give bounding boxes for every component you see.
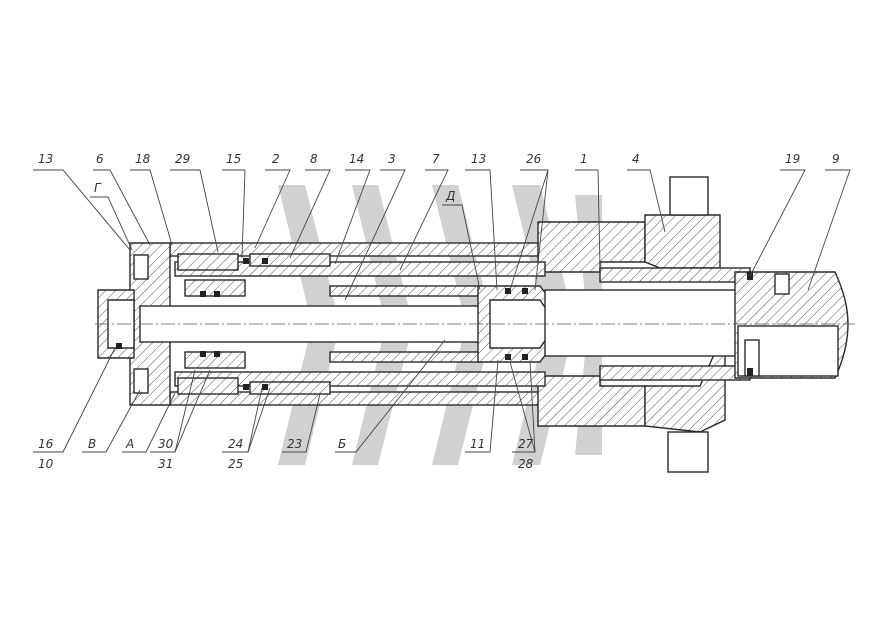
- label-9: 9: [832, 152, 840, 166]
- label-28: 28: [518, 457, 534, 471]
- label-18: 18: [135, 152, 151, 166]
- inner-assembly: [139, 261, 849, 387]
- labels-top: 13 6 18 29 15 2 8 14 3 7 13 26 1 4 19 9: [38, 152, 840, 166]
- label-31: 31: [158, 457, 173, 471]
- label-15: 15: [226, 152, 241, 166]
- label-19: 19: [785, 152, 800, 166]
- label-4: 4: [632, 152, 640, 166]
- label-2: 2: [272, 152, 280, 166]
- label-10: 10: [38, 457, 54, 471]
- labels-bottom: 16 10 В А 30 31 24 25 23 Б 11 27 28: [38, 437, 534, 471]
- leader-lines-top: [33, 169, 851, 301]
- label-V: В: [88, 437, 96, 451]
- label-27: 27: [518, 437, 534, 451]
- label-7: 7: [432, 152, 440, 166]
- label-23: 23: [287, 437, 302, 451]
- label-D: Д: [445, 189, 455, 203]
- label-29: 29: [175, 152, 190, 166]
- leader-lines-bottom: [33, 339, 536, 453]
- label-26: 26: [526, 152, 542, 166]
- label-B: Б: [338, 437, 346, 451]
- label-8: 8: [310, 152, 318, 166]
- label-13: 13: [38, 152, 53, 166]
- label-24: 24: [228, 437, 243, 451]
- label-13b: 13: [471, 152, 486, 166]
- label-6: 6: [96, 152, 104, 166]
- label-14: 14: [349, 152, 364, 166]
- label-11: 11: [470, 437, 485, 451]
- label-G: Г: [94, 181, 102, 195]
- labels-mid: Г Д: [94, 181, 455, 203]
- label-A: А: [125, 437, 134, 451]
- label-3: 3: [388, 152, 396, 166]
- seals: [116, 253, 753, 395]
- label-1: 1: [580, 152, 588, 166]
- cylinder-body: [97, 176, 726, 473]
- label-25: 25: [228, 457, 243, 471]
- label-30: 30: [158, 437, 174, 451]
- label-16: 16: [38, 437, 54, 451]
